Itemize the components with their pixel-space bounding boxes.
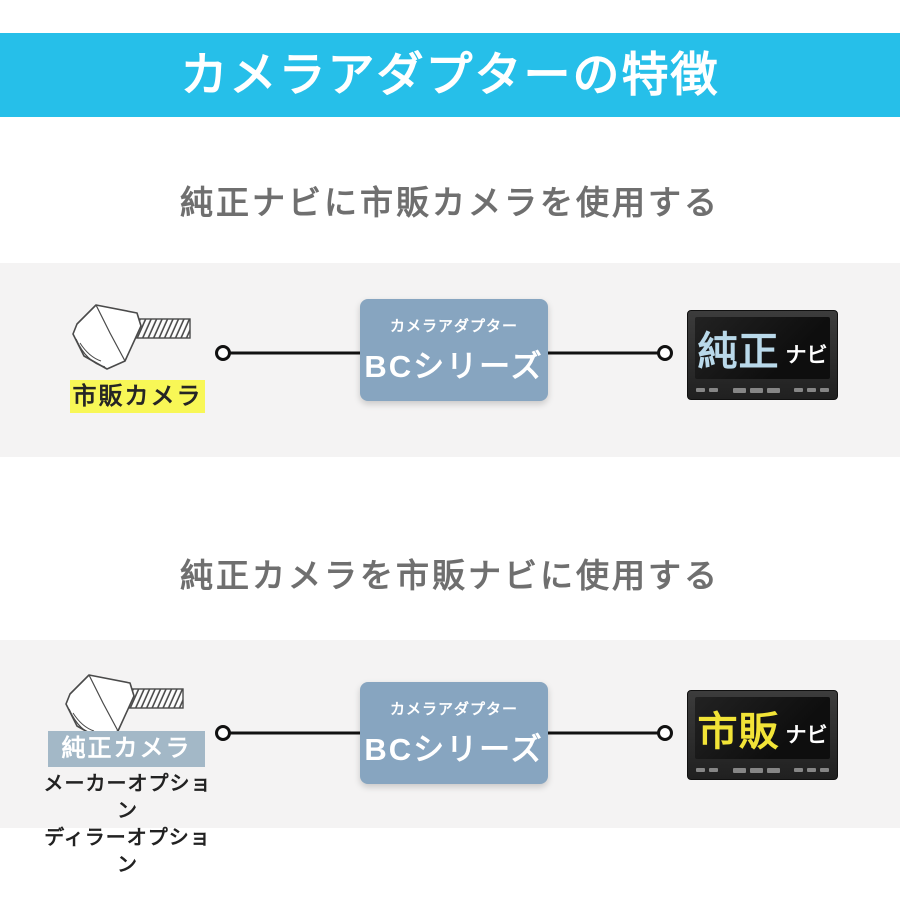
camera-label: 市販カメラ	[70, 380, 205, 413]
camera-notes: メーカーオプション ディラーオプション	[40, 771, 215, 879]
connector-line-right	[548, 345, 673, 361]
camera-icon	[65, 674, 184, 740]
navi-word: 市販	[697, 710, 780, 754]
connector-node	[215, 725, 231, 741]
navi-screen: 純正 ナビ	[695, 317, 830, 379]
adapter-name: BCシリーズ	[364, 731, 544, 767]
connector-line-right	[548, 725, 673, 741]
header-banner: カメラアダプターの特徴	[0, 33, 900, 117]
adapter-box: カメラアダプター BCシリーズ	[360, 682, 548, 784]
navi-screen: 市販 ナビ	[695, 697, 830, 759]
camera-label: 純正カメラ	[48, 731, 205, 767]
navi-monitor: 市販 ナビ	[687, 690, 838, 780]
connector-node	[657, 345, 673, 361]
section2-diagram: 純正カメラ メーカーオプション ディラーオプション カメラアダプター BCシリー…	[0, 640, 900, 876]
adapter-box: カメラアダプター BCシリーズ	[360, 299, 548, 401]
navi-suffix: ナビ	[785, 344, 828, 367]
navi-suffix: ナビ	[785, 724, 828, 747]
camera-note: メーカーオプション	[43, 773, 212, 822]
navi-word: 純正	[697, 329, 780, 374]
monitor-buttons	[696, 385, 829, 395]
connector-line-left	[215, 725, 360, 741]
section1-title: 純正ナビに市販カメラを使用する	[180, 184, 720, 221]
connector-line-left	[215, 345, 360, 361]
monitor-buttons	[696, 765, 829, 775]
camera-note: ディラーオプション	[44, 827, 211, 876]
connector-node	[657, 725, 673, 741]
section2-title: 純正カメラを市販ナビに使用する	[180, 557, 720, 594]
connector-node	[215, 345, 231, 361]
navi-monitor: 純正 ナビ	[687, 310, 838, 400]
adapter-subtitle: カメラアダプター	[389, 700, 518, 718]
section1-diagram: 市販カメラ カメラアダプター BCシリーズ 純正 ナビ	[0, 263, 900, 457]
adapter-name: BCシリーズ	[364, 348, 544, 384]
adapter-subtitle: カメラアダプター	[389, 317, 518, 335]
page-title: カメラアダプターの特徴	[180, 48, 720, 101]
camera-icon	[72, 304, 191, 370]
